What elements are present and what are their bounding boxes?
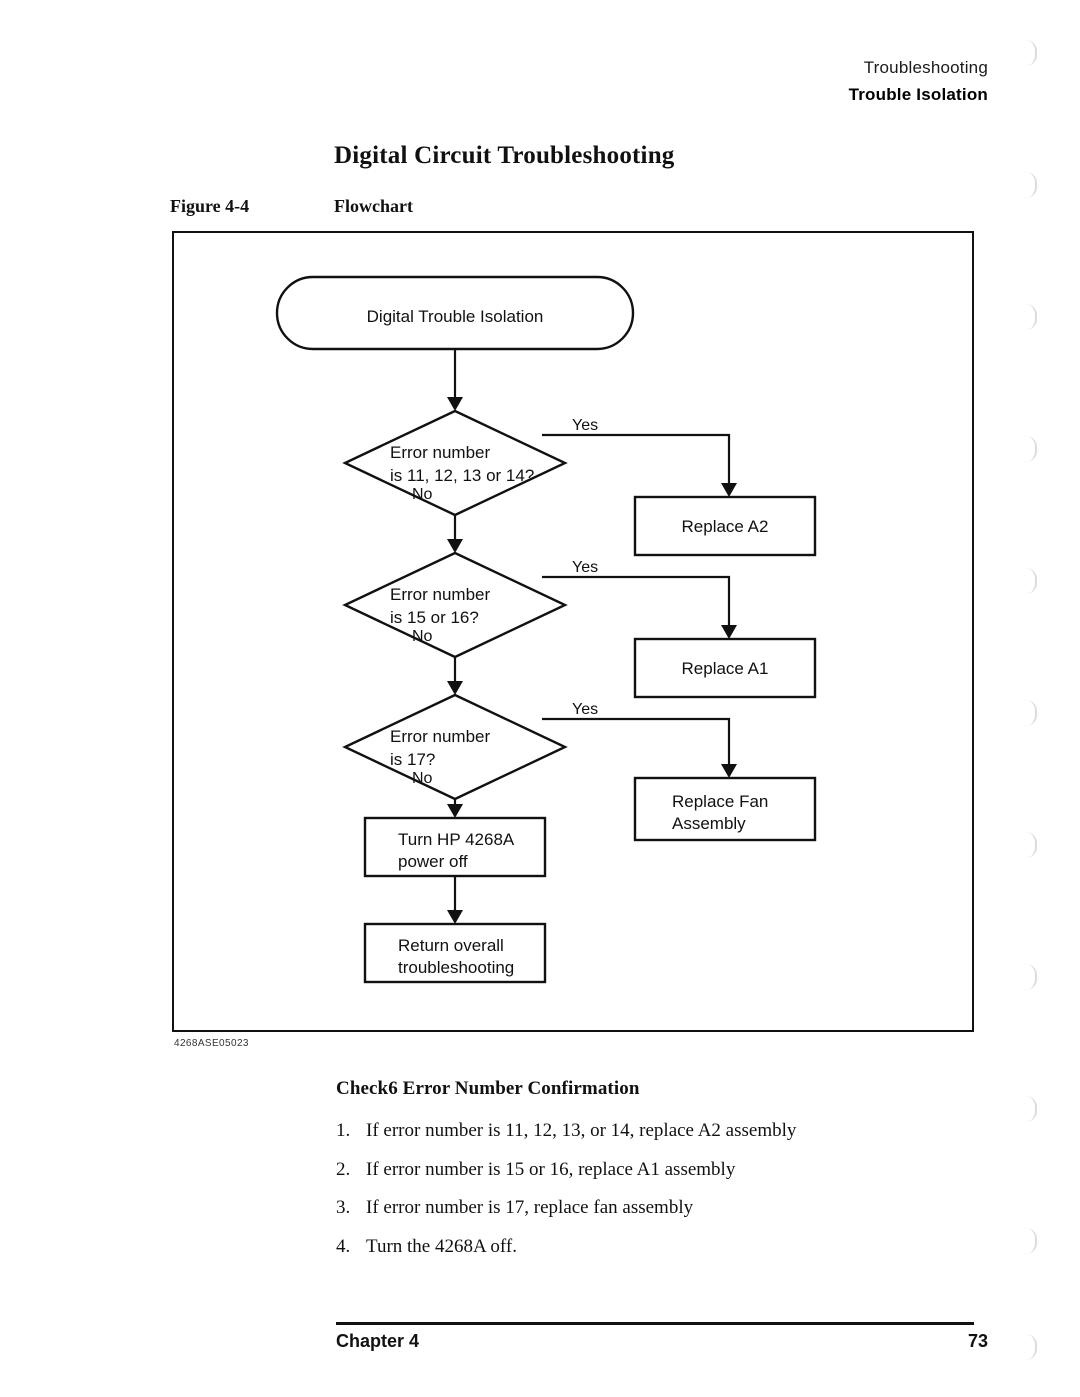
action-replace-a1 bbox=[633, 637, 817, 699]
action-replace-fan-assembly bbox=[633, 776, 817, 842]
connector-start-to-decision1 bbox=[447, 349, 463, 411]
connector-decision3-yes bbox=[542, 717, 737, 778]
connector-poweroff-to-return bbox=[447, 876, 463, 924]
list-item-text: Turn the 4268A off. bbox=[366, 1235, 517, 1257]
action-replace-fan-line1: Replace Fan bbox=[672, 792, 768, 811]
action-return-line1: Return overall bbox=[398, 936, 504, 955]
decision2-line1: Error number bbox=[390, 585, 490, 604]
action-replace-fan-line2: Assembly bbox=[672, 814, 746, 833]
list-item-text: If error number is 11, 12, 13, or 14, re… bbox=[366, 1120, 797, 1141]
footer-rule bbox=[336, 1322, 974, 1325]
connector-decision2-yes bbox=[542, 575, 737, 639]
decision-error-11-14 bbox=[342, 409, 568, 517]
action-turn-power-off bbox=[363, 816, 547, 878]
decision-error-17 bbox=[342, 693, 568, 801]
list-item: 1. If error number is 11, 12, 13, or 14,… bbox=[336, 1118, 956, 1144]
action-replace-a2 bbox=[633, 495, 817, 557]
list-item-number: 3. bbox=[336, 1197, 351, 1219]
decision2-no-label: No bbox=[412, 628, 433, 645]
decision2-line2: is 15 or 16? bbox=[390, 608, 479, 627]
flowchart-diagram: Digital Trouble Isolation Error number i… bbox=[275, 275, 817, 984]
list-item-number: 4. bbox=[336, 1235, 351, 1257]
decision2-yes-label: Yes bbox=[572, 559, 598, 576]
decision1-line2: is 11, 12, 13 or 14? bbox=[390, 466, 534, 485]
decision3-yes-label: Yes bbox=[572, 701, 598, 718]
figure-caption: Flowchart bbox=[334, 196, 413, 216]
list-item-number: 1. bbox=[336, 1120, 351, 1141]
action-return-line2: troubleshooting bbox=[398, 958, 514, 977]
page-title: Digital Circuit Troubleshooting bbox=[334, 142, 675, 169]
figure-label: Figure 4-4 bbox=[170, 196, 250, 216]
connector-decision1-yes bbox=[542, 433, 737, 497]
list-item-number: 2. bbox=[336, 1158, 351, 1180]
decision3-line1: Error number bbox=[390, 727, 490, 746]
decision3-line2: is 17? bbox=[390, 750, 435, 769]
decision-error-15-16 bbox=[342, 551, 568, 659]
decision1-no-label: No bbox=[412, 486, 433, 503]
running-subhead: Trouble Isolation bbox=[848, 84, 988, 104]
figure-frame bbox=[172, 231, 974, 1032]
list-item-text: If error number is 17, replace fan assem… bbox=[366, 1197, 694, 1219]
decision1-yes-label: Yes bbox=[572, 417, 598, 434]
action-return-overall-troubleshooting bbox=[363, 922, 547, 984]
footer-chapter: Chapter 4 bbox=[336, 1331, 420, 1351]
action-power-off-line2: power off bbox=[398, 852, 468, 871]
figure-id-code: 4268ASE05023 bbox=[174, 1038, 249, 1049]
start-terminal-label: Digital Trouble Isolation bbox=[367, 307, 544, 326]
running-head: Troubleshooting bbox=[863, 58, 988, 77]
running-header: Troubleshooting Trouble Isolation bbox=[849, 56, 988, 107]
action-replace-a1-label: Replace A1 bbox=[682, 659, 769, 678]
footer-page-number: 73 bbox=[967, 1331, 988, 1351]
check-steps-list: 1. If error number is 11, 12, 13, or 14,… bbox=[336, 1118, 956, 1273]
action-replace-a2-label: Replace A2 bbox=[682, 517, 769, 536]
scan-binding-marks bbox=[1020, 40, 1042, 1360]
check-heading: Check6 Error Number Confirmation bbox=[336, 1078, 640, 1099]
decision1-line1: Error number bbox=[390, 443, 490, 462]
decision3-no-label: No bbox=[412, 770, 433, 787]
start-terminal bbox=[275, 275, 635, 351]
list-item: 3. If error number is 17, replace fan as… bbox=[336, 1195, 956, 1221]
list-item: 2. If error number is 15 or 16, replace … bbox=[336, 1157, 956, 1183]
list-item: 4. Turn the 4268A off. bbox=[336, 1234, 956, 1260]
list-item-text: If error number is 15 or 16, replace A1 … bbox=[366, 1158, 736, 1180]
action-power-off-line1: Turn HP 4268A bbox=[398, 830, 515, 849]
